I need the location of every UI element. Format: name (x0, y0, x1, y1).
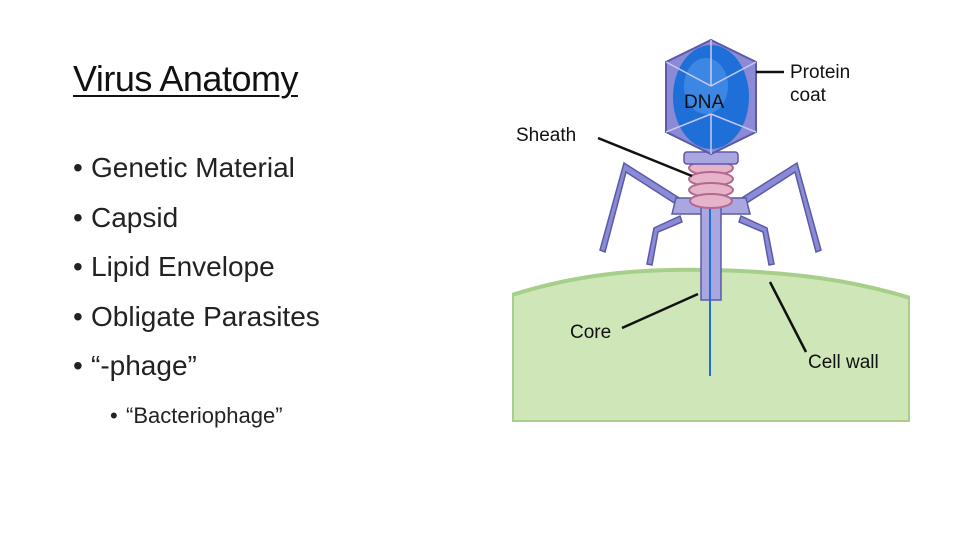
bacteriophage-diagram: DNA Protein coat Sheath Core Cell wall (510, 38, 912, 424)
capsid-facets (665, 40, 757, 154)
bullet-text: Lipid Envelope (91, 251, 275, 282)
leader-lines (597, 70, 808, 353)
bullet-item: •Capsid (73, 200, 320, 250)
bullet-marker: • (73, 251, 83, 282)
bullet-list: •Genetic Material •Capsid •Lipid Envelop… (73, 150, 320, 434)
label-dna: DNA (684, 92, 724, 113)
bullet-item: • Lipid Envelope (73, 249, 320, 299)
slide-title: Virus Anatomy (73, 58, 298, 99)
bullet-text: Capsid (91, 201, 179, 233)
bullet-text: “-phage” (91, 350, 197, 381)
bullet-marker: • (73, 152, 83, 183)
bullet-text: Obligate Parasites (91, 300, 320, 332)
bullet-marker: • (73, 300, 83, 332)
dna-highlight (684, 58, 728, 114)
bullet-item: • Genetic Material (73, 150, 320, 200)
bullet-text: “Bacteriophage” (126, 402, 283, 428)
label-core: Core (570, 322, 611, 343)
bullet-marker: • (73, 350, 83, 381)
sub-bullet-item: • “Bacteriophage” (73, 398, 320, 434)
bullet-marker: • (110, 402, 118, 428)
bullet-marker: • (73, 201, 83, 233)
label-sheath: Sheath (516, 125, 576, 146)
bullet-item: • “-phage” (73, 348, 320, 398)
label-protein-coat-line2: coat (790, 85, 827, 106)
bacteriophage-illustration: DNA Protein coat Sheath Core Cell wall (510, 38, 912, 424)
label-protein-coat-line1: Protein (790, 62, 850, 83)
sheath-coil (688, 160, 734, 209)
label-cell-wall: Cell wall (808, 352, 879, 373)
bullet-item: •Obligate Parasites (73, 299, 320, 349)
bullet-text: Genetic Material (91, 152, 295, 183)
